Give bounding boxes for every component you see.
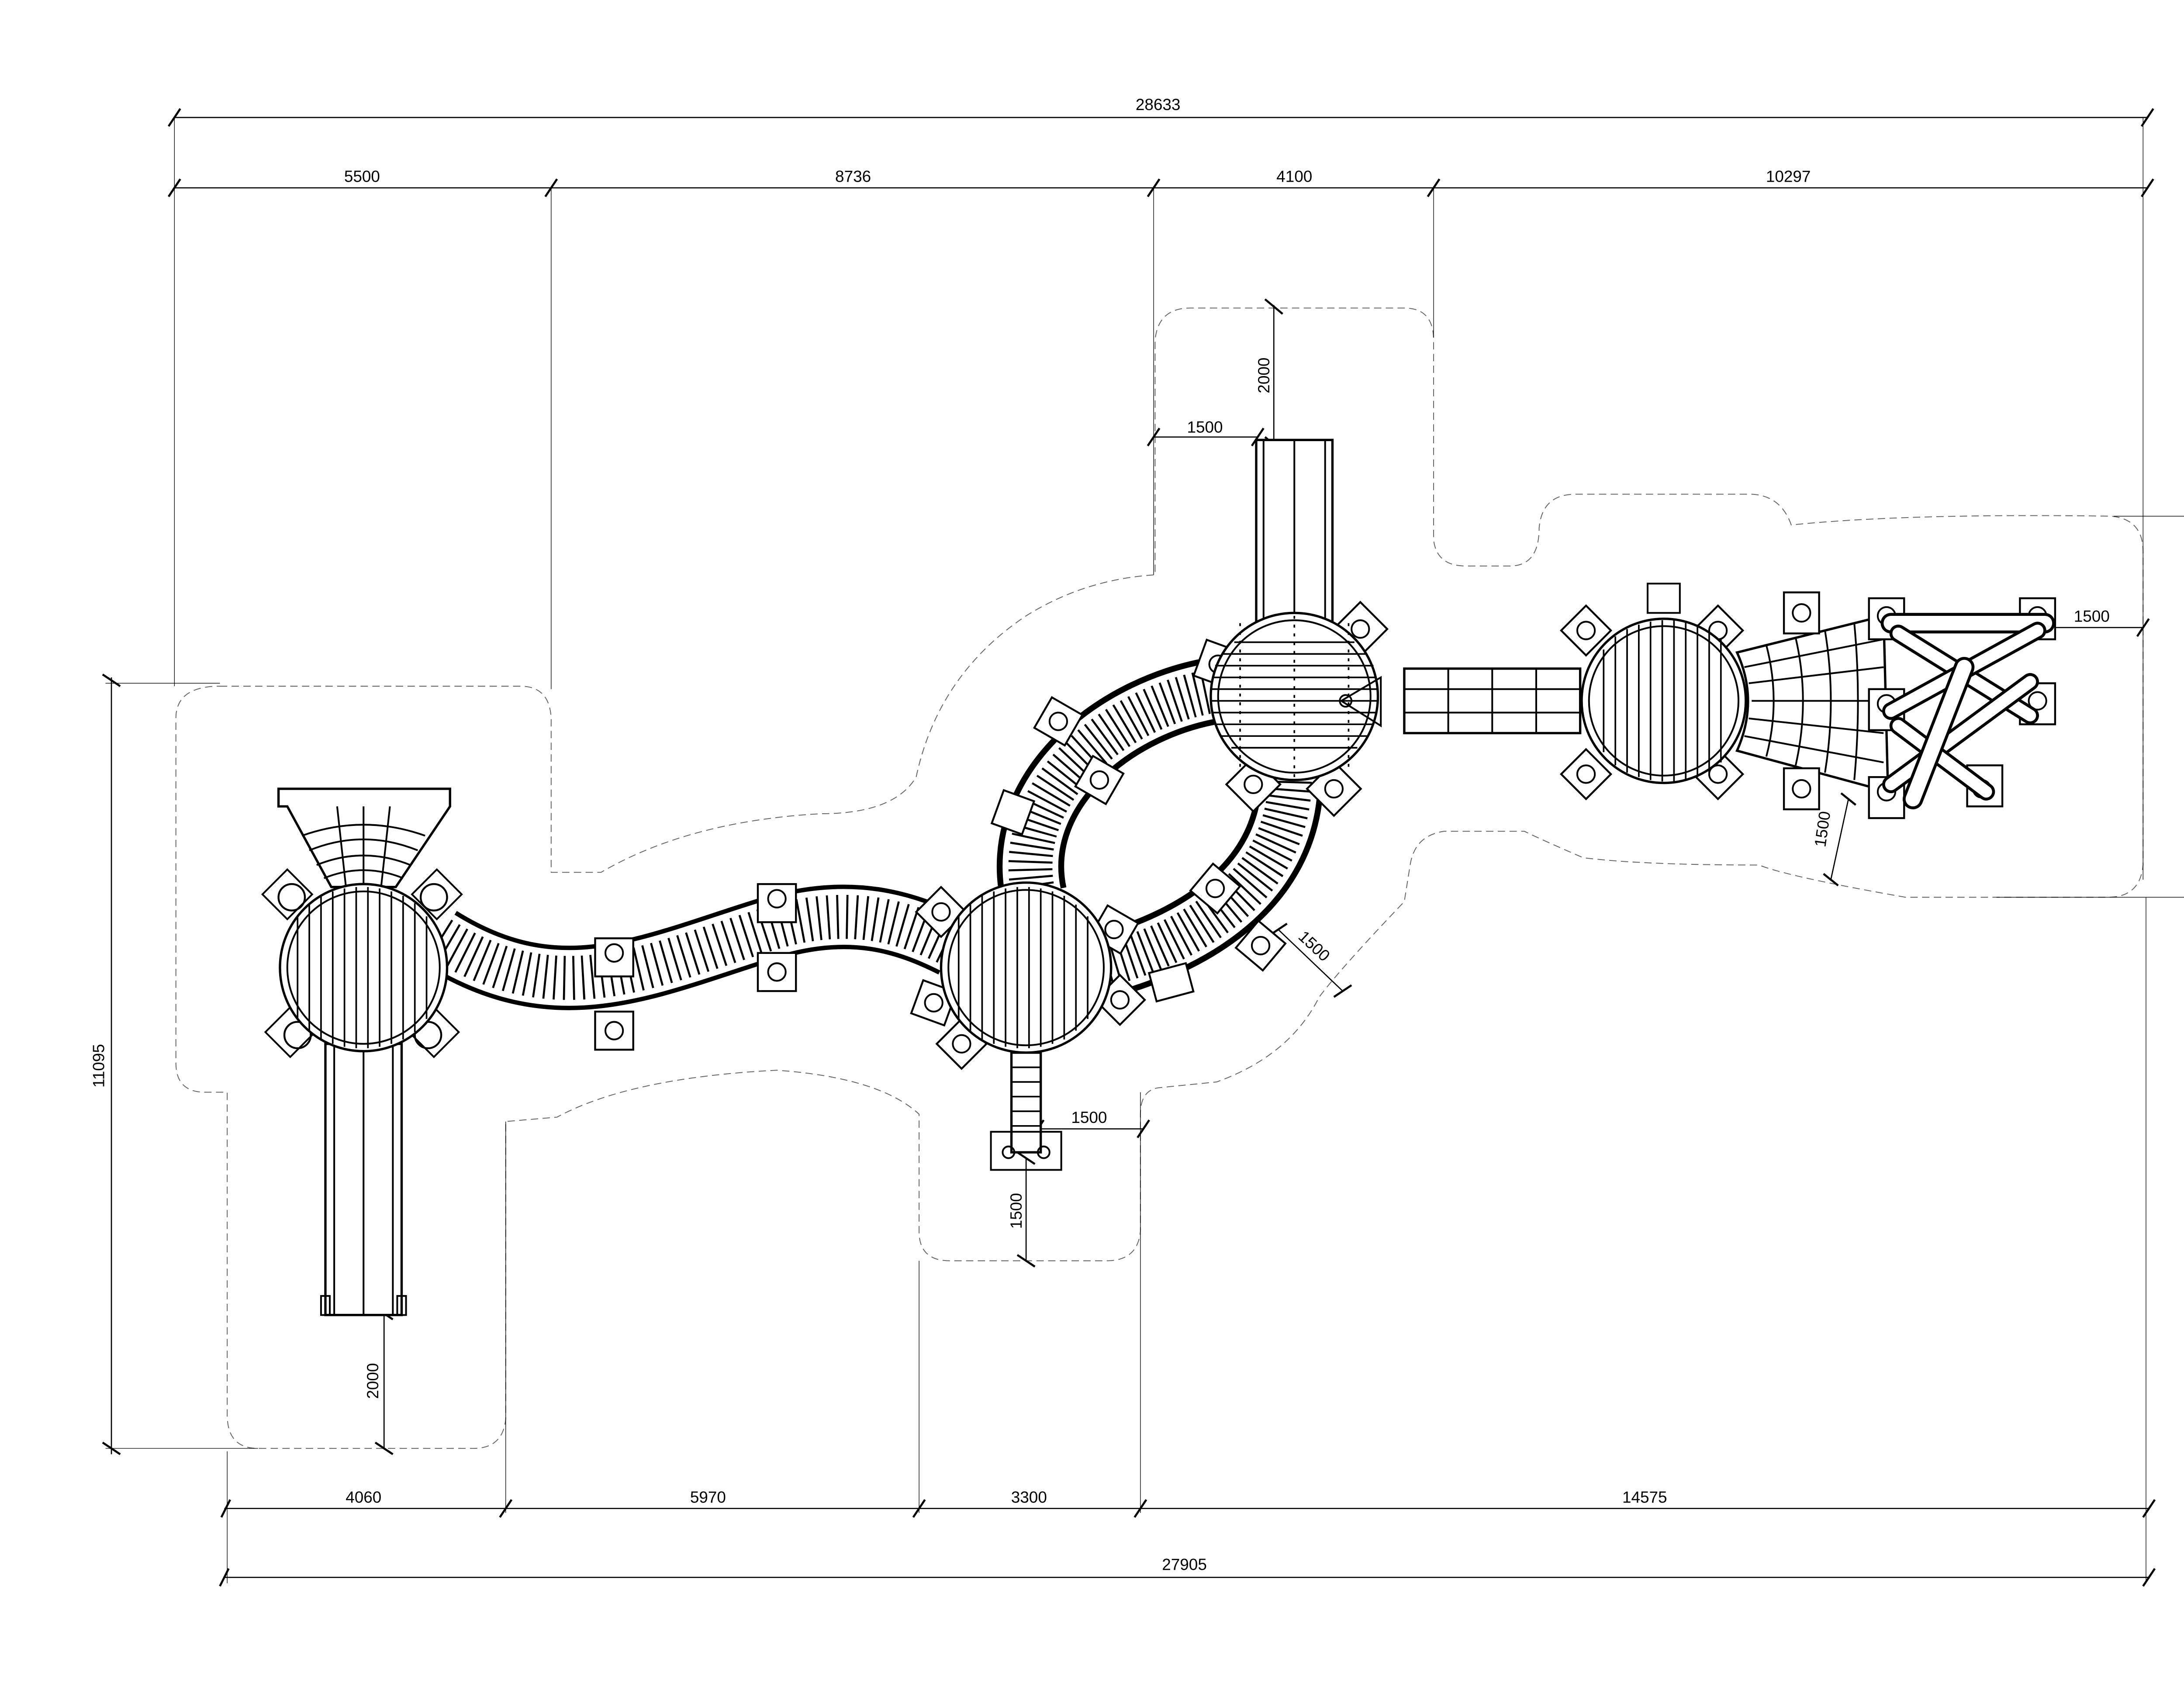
top-slide	[1255, 439, 1334, 632]
svg-text:2000: 2000	[364, 1363, 382, 1399]
dim-top-segments: 5500 8736 4100 10297	[167, 168, 2154, 197]
top-platform	[1192, 601, 1389, 817]
svg-text:5970: 5970	[690, 1488, 726, 1506]
center-platform	[910, 881, 1146, 1070]
svg-text:4100: 4100	[1276, 168, 1312, 186]
dimension-lines: 28633 5500 8736 4100 10297 40	[90, 96, 2184, 1587]
dim-mid-curve: 1500	[1268, 922, 1352, 998]
left-fan-stair	[277, 788, 451, 888]
dim-bottom-segments: 4060 5970 3300 14575	[220, 1488, 2156, 1518]
svg-text:2000: 2000	[1255, 358, 1273, 394]
dim-right-end: 1500	[2046, 607, 2150, 637]
svg-text:1500: 1500	[1007, 1193, 1025, 1229]
svg-text:10297: 10297	[1766, 168, 1811, 186]
right-platform	[1560, 583, 1747, 801]
svg-text:1500: 1500	[2074, 607, 2110, 625]
curved-bridge-lower	[1097, 776, 1324, 998]
left-slide	[320, 1043, 407, 1316]
center-ladder	[990, 1051, 1062, 1171]
svg-text:28633: 28633	[1136, 96, 1181, 114]
dim-left-height: 11095	[90, 674, 258, 1455]
svg-text:1500: 1500	[1811, 810, 1834, 848]
safety-zone-outline	[175, 307, 2144, 1449]
svg-text:8736: 8736	[835, 168, 871, 186]
dim-left-slide-clearance: 2000	[364, 1306, 394, 1455]
dim-bottom-overall: 27905	[219, 1556, 2156, 1587]
svg-text:1500: 1500	[1071, 1109, 1107, 1126]
svg-text:11095: 11095	[90, 1044, 107, 1088]
curved-bridge-posts	[990, 696, 1287, 1003]
dim-top-slide-side: 1500	[1147, 418, 1265, 447]
straight-bridge	[1339, 667, 1638, 735]
svg-text:27905: 27905	[1162, 1556, 1207, 1574]
dim-ladder-end: 1500	[1007, 1151, 1036, 1268]
log-climber	[1868, 597, 2056, 819]
wavy-bridge	[422, 884, 968, 1010]
svg-text:14575: 14575	[1622, 1488, 1667, 1506]
svg-text:3300: 3300	[1011, 1488, 1047, 1506]
svg-text:5500: 5500	[344, 168, 380, 186]
svg-text:1500: 1500	[1187, 418, 1223, 436]
curved-bridge-upper	[996, 656, 1229, 901]
dim-top-overall: 28633	[167, 96, 2154, 127]
wavy-bridge-posts	[594, 883, 797, 1051]
dim-right-height: 5529	[1996, 516, 2184, 898]
left-platform	[261, 868, 463, 1058]
svg-text:1500: 1500	[1295, 927, 1334, 965]
dim-ladder-side: 1500	[1031, 1109, 1150, 1138]
dim-top-slide-clearance: 2000	[1255, 298, 1283, 452]
svg-text:4060: 4060	[346, 1488, 381, 1506]
climbing-net	[1735, 591, 1890, 811]
